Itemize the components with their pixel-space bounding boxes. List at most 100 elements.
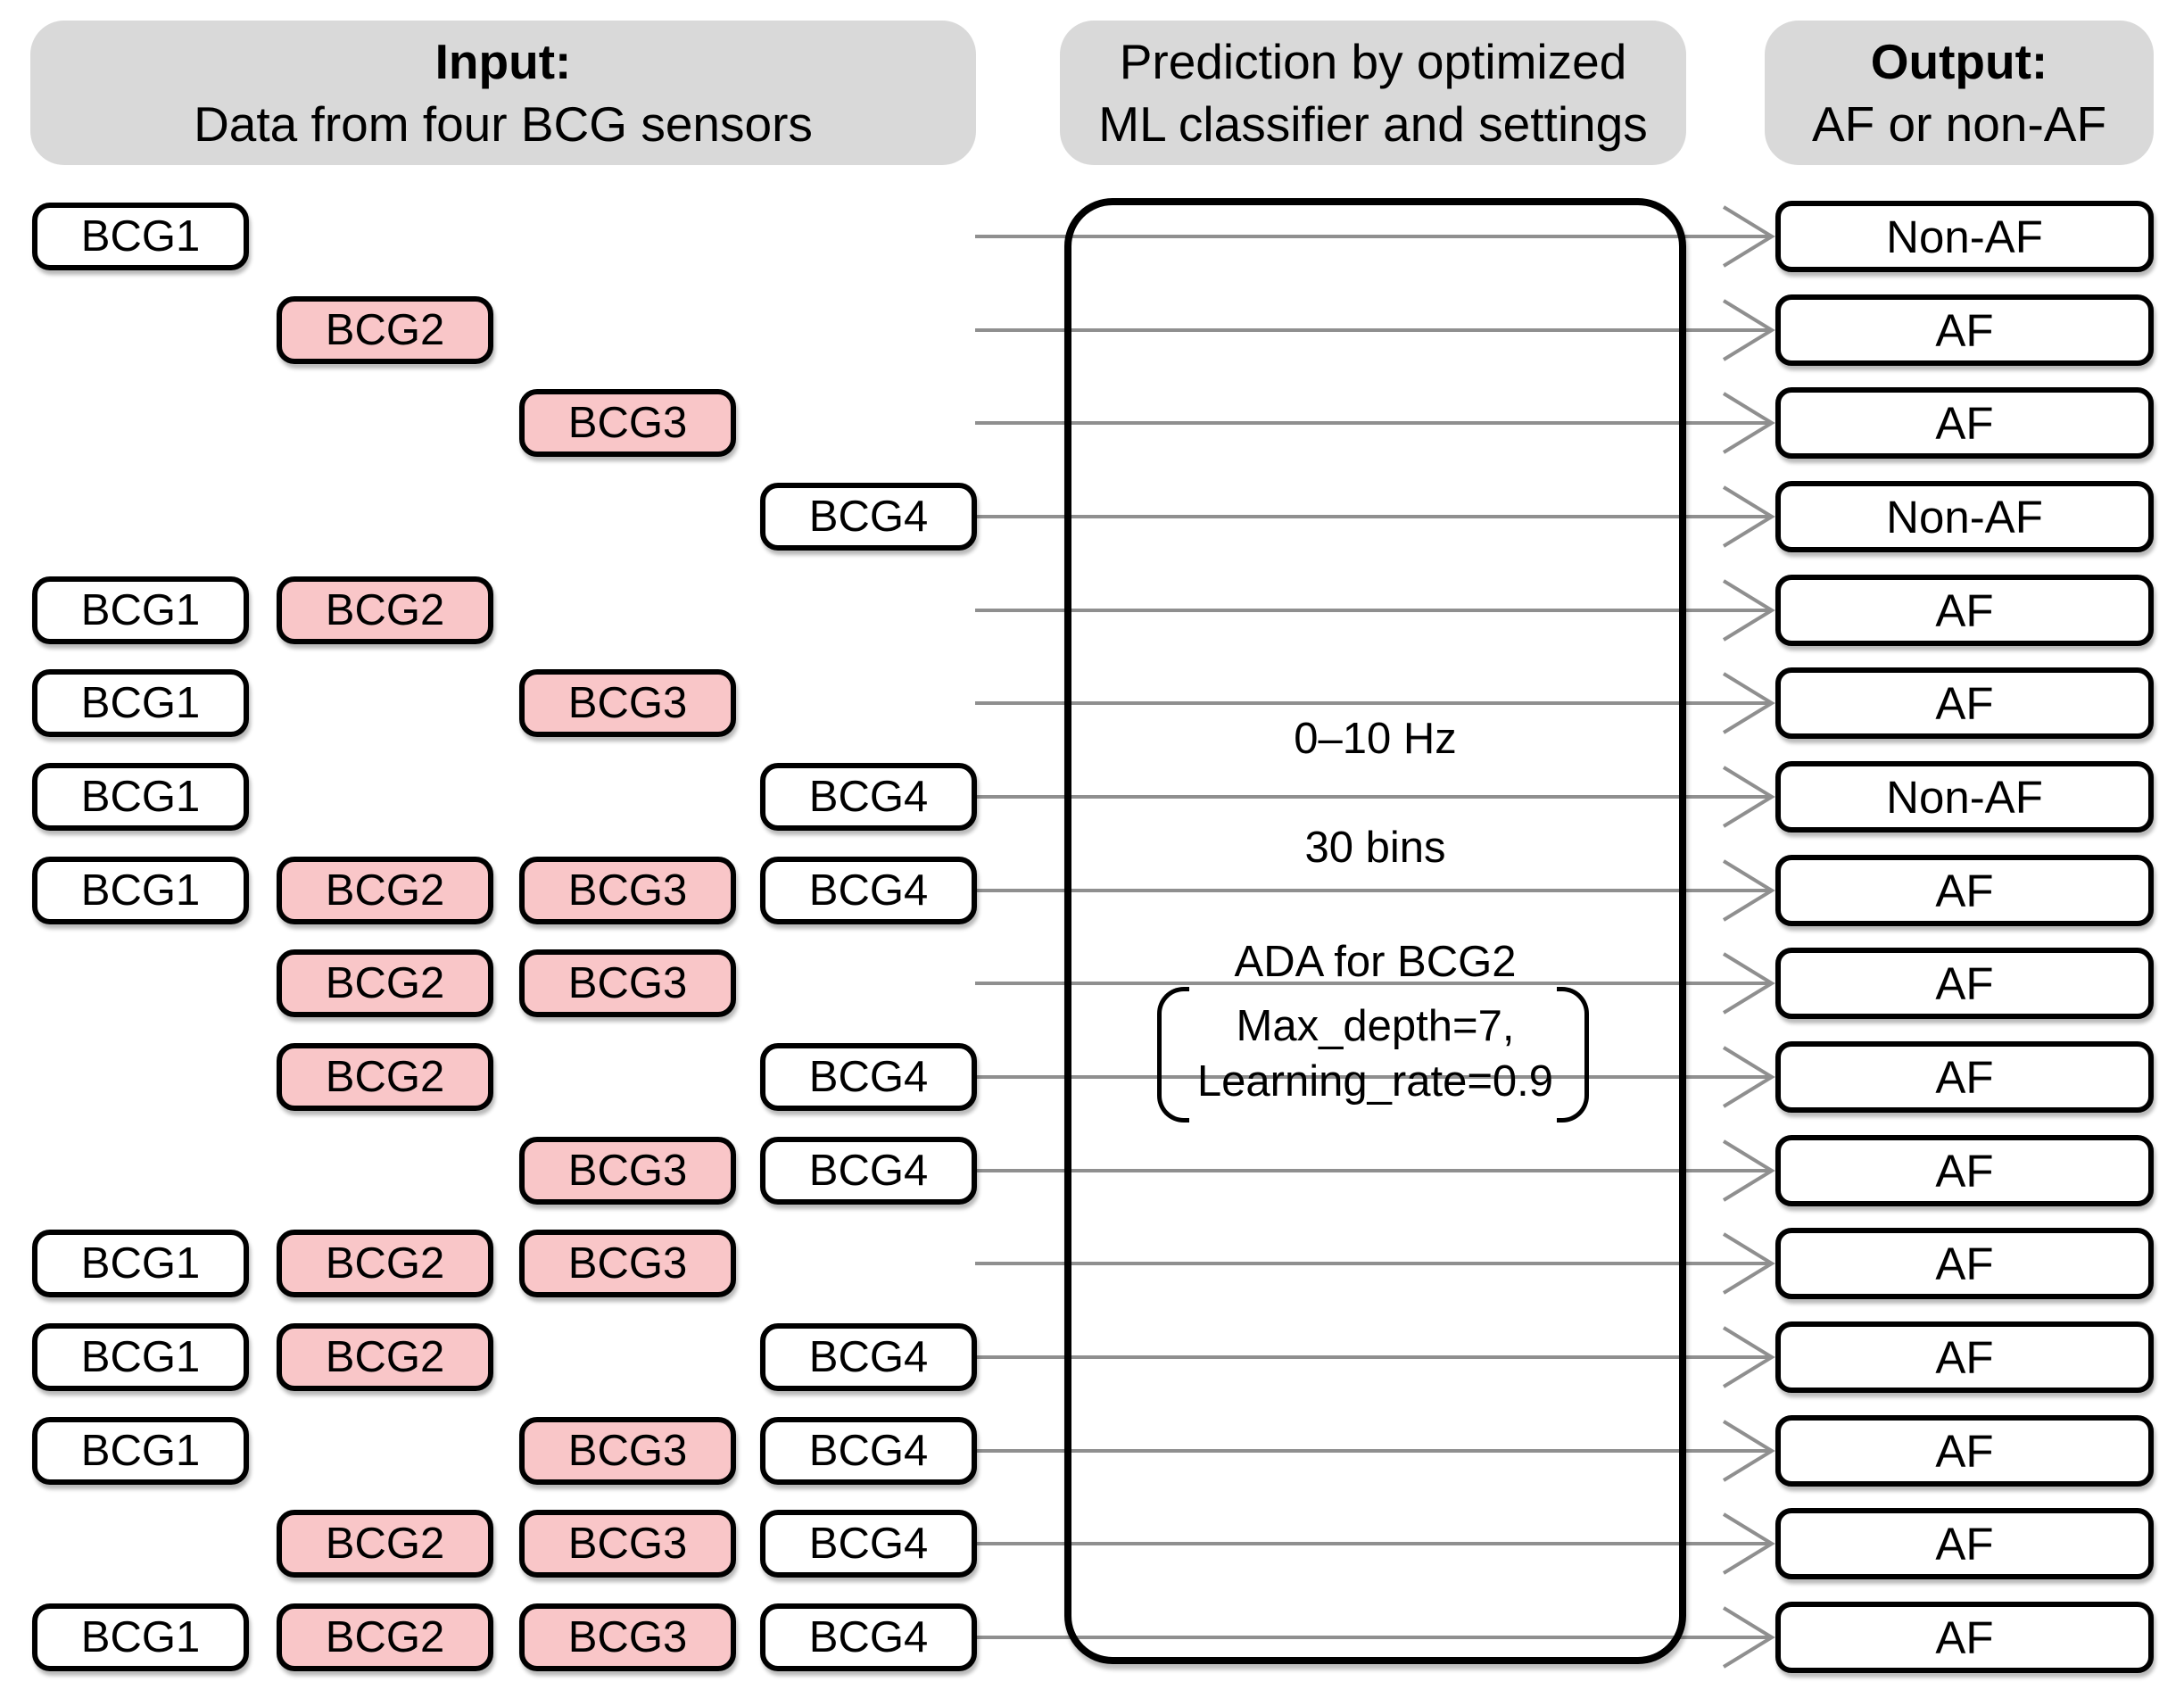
- input-box-bcg3: BCG3: [519, 1603, 736, 1671]
- input-box-bcg1: BCG1: [32, 857, 249, 924]
- output-box: AF: [1775, 575, 2154, 646]
- input-box-bcg2: BCG2: [277, 296, 493, 364]
- arrowhead-icon: [1722, 766, 1775, 828]
- mapping-row-10: BCG2 BCG4 AF: [0, 1041, 2184, 1113]
- mapping-row-5: BCG1 BCG2 AF: [0, 575, 2184, 646]
- arrowhead-icon: [1722, 299, 1775, 361]
- output-box: AF: [1775, 1508, 2154, 1579]
- arrowhead-icon: [1722, 1326, 1775, 1388]
- input-box-bcg4: BCG4: [760, 1043, 977, 1111]
- arrow-line: [975, 1636, 1771, 1639]
- input-box-bcg1: BCG1: [32, 203, 249, 270]
- arrow-line: [975, 328, 1771, 332]
- arrowhead-icon: [1722, 1512, 1775, 1575]
- input-box-bcg4: BCG4: [760, 1137, 977, 1205]
- input-column-header: Input: Data from four BCG sensors: [30, 21, 976, 165]
- arrow-line: [975, 889, 1771, 892]
- input-box-bcg4: BCG4: [760, 1323, 977, 1391]
- input-box-bcg3: BCG3: [519, 1417, 736, 1485]
- output-box: Non-AF: [1775, 201, 2154, 272]
- input-box-bcg4: BCG4: [760, 763, 977, 831]
- output-box: AF: [1775, 1602, 2154, 1673]
- output-header-subtitle: AF or non-AF: [1811, 96, 2107, 152]
- input-box-bcg1: BCG1: [32, 1603, 249, 1671]
- mapping-row-12: BCG1 BCG2 BCG3 AF: [0, 1228, 2184, 1299]
- input-box-bcg1: BCG1: [32, 1417, 249, 1485]
- classifier-setting-frequency: 0–10 Hz: [1294, 715, 1457, 763]
- input-box-bcg2: BCG2: [277, 576, 493, 644]
- arrow-line: [975, 1542, 1771, 1545]
- input-box-bcg2: BCG2: [277, 1043, 493, 1111]
- mapping-row-4: BCG4 Non-AF: [0, 481, 2184, 552]
- classifier-param-max-depth: Max_depth=7,: [1236, 1002, 1515, 1050]
- output-box: AF: [1775, 294, 2154, 366]
- mapping-row-3: BCG3 AF: [0, 387, 2184, 459]
- input-box-bcg3: BCG3: [519, 669, 736, 737]
- mapping-row-9: BCG2 BCG3 AF: [0, 948, 2184, 1019]
- mapping-row-6: BCG1 BCG3 AF: [0, 667, 2184, 739]
- arrowhead-icon: [1722, 485, 1775, 548]
- classifier-header-subtitle: ML classifier and settings: [1098, 96, 1648, 152]
- arrow-line: [975, 609, 1771, 612]
- arrowhead-icon: [1722, 952, 1775, 1015]
- input-box-bcg2: BCG2: [277, 1323, 493, 1391]
- input-box-bcg3: BCG3: [519, 1230, 736, 1297]
- output-box: AF: [1775, 855, 2154, 926]
- output-box: Non-AF: [1775, 761, 2154, 833]
- arrowhead-icon: [1722, 1420, 1775, 1482]
- classifier-setting-bins: 30 bins: [1304, 824, 1446, 872]
- classifier-setting-model: ADA for BCG2: [1234, 938, 1517, 986]
- input-box-bcg3: BCG3: [519, 389, 736, 457]
- classifier-column-header: Prediction by optimized ML classifier an…: [1060, 21, 1686, 165]
- mapping-row-14: BCG1 BCG3 BCG4 AF: [0, 1415, 2184, 1487]
- mapping-row-1: BCG1 Non-AF: [0, 201, 2184, 272]
- mapping-row-7: BCG1 BCG4 Non-AF: [0, 761, 2184, 833]
- output-box: AF: [1775, 1415, 2154, 1487]
- arrow-line: [975, 982, 1771, 985]
- classifier-param-learning-rate: Learning_rate=0.9: [1196, 1057, 1554, 1106]
- input-header-title: Input:: [434, 34, 572, 89]
- arrowhead-icon: [1722, 1232, 1775, 1295]
- input-box-bcg2: BCG2: [277, 1603, 493, 1671]
- output-column-header: Output: AF or non-AF: [1765, 21, 2154, 165]
- input-box-bcg4: BCG4: [760, 483, 977, 551]
- mapping-row-16: BCG1 BCG2 BCG3 BCG4 AF: [0, 1602, 2184, 1673]
- arrow-line: [975, 421, 1771, 425]
- input-box-bcg3: BCG3: [519, 1137, 736, 1205]
- output-box: AF: [1775, 1135, 2154, 1206]
- input-box-bcg3: BCG3: [519, 949, 736, 1017]
- input-header-subtitle: Data from four BCG sensors: [194, 96, 813, 152]
- arrow-line: [975, 1075, 1771, 1079]
- input-box-bcg1: BCG1: [32, 576, 249, 644]
- arrowhead-icon: [1722, 859, 1775, 922]
- output-box: AF: [1775, 1228, 2154, 1299]
- input-box-bcg1: BCG1: [32, 669, 249, 737]
- mapping-row-13: BCG1 BCG2 BCG4 AF: [0, 1321, 2184, 1393]
- arrowhead-icon: [1722, 1606, 1775, 1669]
- input-box-bcg2: BCG2: [277, 1510, 493, 1578]
- input-box-bcg3: BCG3: [519, 1510, 736, 1578]
- input-box-bcg2: BCG2: [277, 857, 493, 924]
- mapping-row-8: BCG1 BCG2 BCG3 BCG4 AF: [0, 855, 2184, 926]
- mapping-row-2: BCG2 AF: [0, 294, 2184, 366]
- input-box-bcg4: BCG4: [760, 857, 977, 924]
- output-box: AF: [1775, 948, 2154, 1019]
- mapping-row-11: BCG3 BCG4 AF: [0, 1135, 2184, 1206]
- input-box-bcg1: BCG1: [32, 1323, 249, 1391]
- arrow-line: [975, 795, 1771, 799]
- output-box: AF: [1775, 1321, 2154, 1393]
- output-box: AF: [1775, 387, 2154, 459]
- right-parenthesis: [1557, 987, 1589, 1123]
- arrow-line: [975, 1355, 1771, 1359]
- input-box-bcg2: BCG2: [277, 949, 493, 1017]
- input-box-bcg1: BCG1: [32, 763, 249, 831]
- classifier-header-title: Prediction by optimized: [1119, 34, 1627, 89]
- arrow-line: [975, 1262, 1771, 1265]
- output-box: AF: [1775, 667, 2154, 739]
- left-parenthesis: [1157, 987, 1189, 1123]
- output-box: AF: [1775, 1041, 2154, 1113]
- arrow-line: [975, 1169, 1771, 1172]
- arrow-line: [975, 1449, 1771, 1453]
- arrow-line: [975, 515, 1771, 518]
- input-box-bcg1: BCG1: [32, 1230, 249, 1297]
